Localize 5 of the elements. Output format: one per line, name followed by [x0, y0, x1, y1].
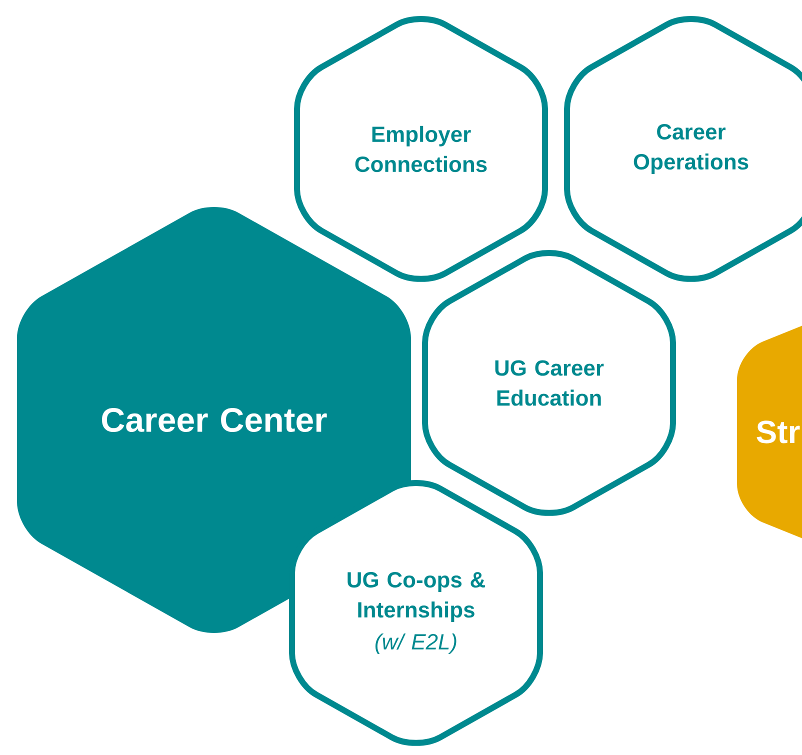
hexagon: UG Career Education — [422, 250, 676, 516]
node-label: (w/ E2L) — [375, 633, 456, 654]
hexagon: Employer Connections — [294, 16, 548, 282]
hexagon: UG Co-ops & Internships (w/ E2L) — [289, 480, 543, 746]
hexagon: Career Operations — [564, 16, 802, 282]
